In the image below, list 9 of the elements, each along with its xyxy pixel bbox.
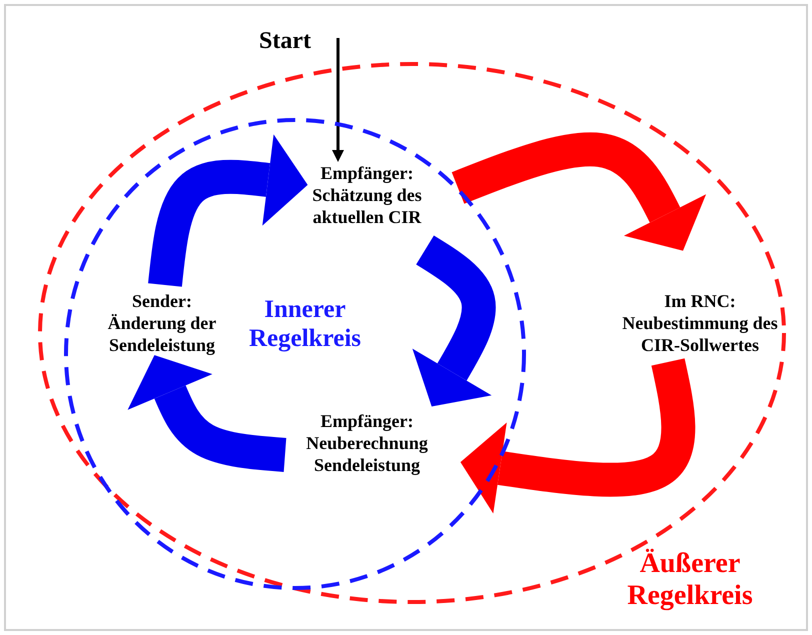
loop-label: Äußerer Regelkreis (626, 548, 754, 612)
step-text: Empfänger: Schätzung des aktuellen CIR (311, 162, 423, 228)
step-text: Sender: Änderung der Sendeleistung (106, 290, 218, 356)
loop-label: Innerer Regelkreis (248, 295, 362, 353)
step-text: Im RNC: Neubestimmung des CIR-Sollwertes (621, 290, 779, 356)
arrow (332, 38, 344, 162)
start-label: Start (258, 30, 312, 52)
step-text: Empfänger: Neuberechnung Sendeleistung (305, 410, 429, 476)
curved-arrow (412, 236, 496, 406)
